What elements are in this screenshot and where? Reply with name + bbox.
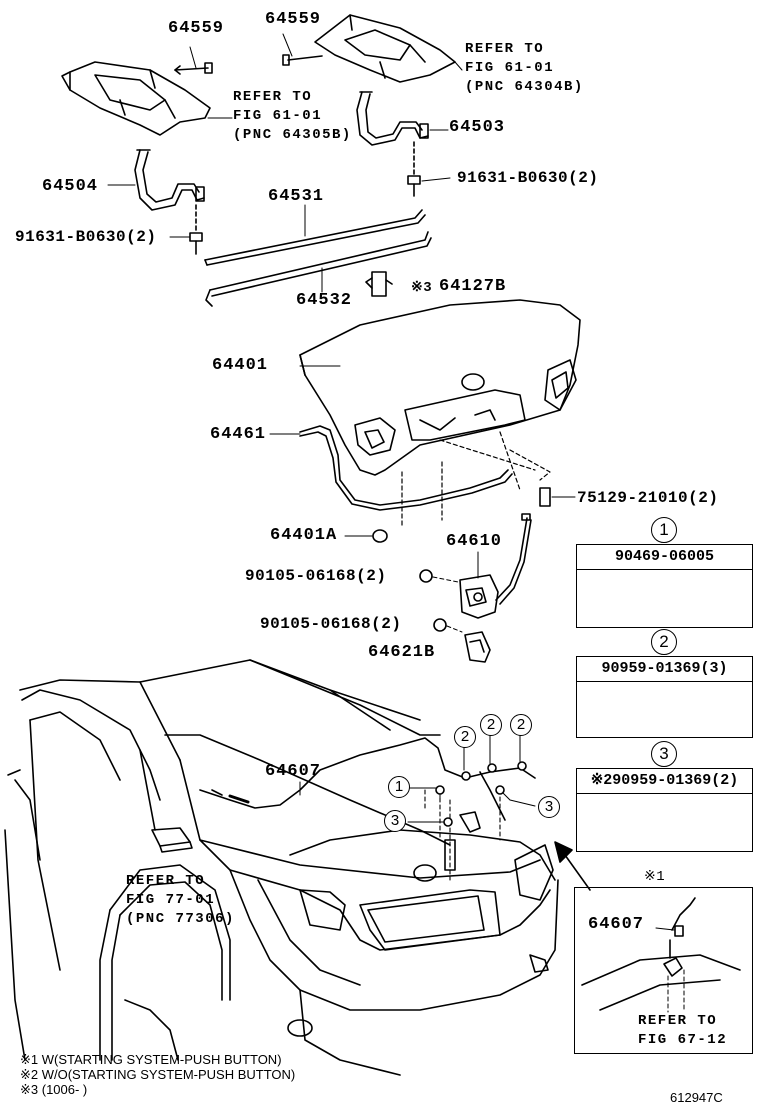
label-64503: 64503 xyxy=(449,118,506,137)
label-64607-inset: 64607 xyxy=(588,915,645,934)
note3-mark-64127B: ※3 xyxy=(411,280,433,296)
legend-box-3: ※290959-01369(2) xyxy=(576,768,753,852)
footnote-3: ※3 (1006- ) xyxy=(20,1082,88,1097)
callout-1: 1 xyxy=(388,776,410,798)
legend-box-3-header: ※290959-01369(2) xyxy=(577,769,752,794)
inset-drawing xyxy=(581,897,741,1013)
inset-arrow xyxy=(554,841,591,891)
ref-77-01-line2: FIG 77-01 xyxy=(126,892,216,908)
car-body xyxy=(4,659,559,1076)
legend-3-number: 3 xyxy=(651,741,677,767)
label-64532: 64532 xyxy=(296,291,353,310)
legend-box-1-part: 90469-06005 xyxy=(577,545,752,570)
label-64461: 64461 xyxy=(210,425,267,444)
hinge-arm-64504 xyxy=(134,149,205,211)
legend-box-2-part: 90959-01369(3) xyxy=(577,657,752,682)
ref-61-01-b-line2: FIG 61-01 xyxy=(233,108,323,124)
ref-fig-61-01-a: REFER TO FIG 61-01 (PNC 64304B) xyxy=(465,40,584,97)
label-91631-left: 91631-B0630(2) xyxy=(15,228,157,246)
ref-77-01-line3: (PNC 77306) xyxy=(126,911,235,927)
label-64607-main: 64607 xyxy=(265,762,322,781)
bolt-90105-b xyxy=(433,618,463,633)
bolt-91631-right xyxy=(407,141,421,197)
legend-2-number: 2 xyxy=(651,629,677,655)
legend-box-3-mark: ※2 xyxy=(590,772,613,789)
inset-box xyxy=(574,887,753,1054)
footnote-1: ※1 W(STARTING SYSTEM-PUSH BUTTON) xyxy=(20,1052,282,1067)
drawing-code: 612947C xyxy=(670,1090,723,1105)
label-90105-b: 90105-06168(2) xyxy=(260,615,402,633)
bolt-64559-left xyxy=(174,62,213,75)
lock-assembly-64610 xyxy=(459,513,532,619)
projection-lines xyxy=(401,431,551,529)
callout-leaders xyxy=(407,733,536,823)
weatherstrip-64461 xyxy=(299,425,513,511)
label-64559-right: 64559 xyxy=(265,10,322,29)
bumper-75129 xyxy=(539,487,551,507)
legend-1-number: 1 xyxy=(651,517,677,543)
legend-box-3-part: 90959-01369(2) xyxy=(612,772,739,789)
release-cable-64607 xyxy=(199,737,536,821)
label-64401: 64401 xyxy=(212,356,269,375)
footnote-2: ※2 W/O(STARTING SYSTEM-PUSH BUTTON) xyxy=(20,1067,296,1082)
callout-2-c: 2 xyxy=(510,714,532,736)
bolt-90105-a xyxy=(419,569,459,583)
callout-3-a: 3 xyxy=(384,810,406,832)
label-64621B: 64621B xyxy=(368,643,436,662)
bolt-91631-left xyxy=(189,204,203,255)
label-64559-left: 64559 xyxy=(168,19,225,38)
ref-61-01-a-line1: REFER TO xyxy=(465,41,545,57)
legend-box-2: 90959-01369(3) xyxy=(576,656,753,738)
callout-2-a: 2 xyxy=(454,726,476,748)
label-64401A: 64401A xyxy=(270,526,338,545)
label-64127B: 64127B xyxy=(439,277,507,296)
switch-opener xyxy=(151,827,193,853)
callout-2-b: 2 xyxy=(480,714,502,736)
ref-fig-61-01-b: REFER TO FIG 61-01 (PNC 64305B) xyxy=(233,88,352,145)
label-64610: 64610 xyxy=(446,532,503,551)
ref-61-01-a-line3: (PNC 64304B) xyxy=(465,79,584,95)
striker-64621B xyxy=(464,631,491,663)
bolt-64559-right xyxy=(282,54,323,66)
label-91631-right: 91631-B0630(2) xyxy=(457,169,599,187)
callout-3-b: 3 xyxy=(538,796,560,818)
ref-fig-77-01: REFER TO FIG 77-01 (PNC 77306) xyxy=(126,872,235,929)
label-64531: 64531 xyxy=(268,187,325,206)
cushion-64401A xyxy=(372,529,388,543)
ref-77-01-line1: REFER TO xyxy=(126,873,206,889)
torsion-bar-64531 xyxy=(204,209,426,266)
inset-mark: ※1 xyxy=(644,869,666,885)
legend-box-1: 90469-06005 xyxy=(576,544,753,628)
clip-64127B xyxy=(365,271,393,297)
hinge-bracket-left xyxy=(61,61,211,136)
label-64504: 64504 xyxy=(42,177,99,196)
label-75129: 75129-21010(2) xyxy=(577,489,719,507)
ref-fig-67-12: REFER TO FIG 67-12 xyxy=(638,1012,727,1050)
label-90105-a: 90105-06168(2) xyxy=(245,567,387,585)
ref-61-01-a-line2: FIG 61-01 xyxy=(465,60,555,76)
ref-61-01-b-line3: (PNC 64305B) xyxy=(233,127,352,143)
torsion-bar-64532 xyxy=(205,231,432,307)
ref-67-12-line1: REFER TO xyxy=(638,1013,718,1029)
hinge-bracket-right xyxy=(314,14,456,83)
cable-clamps xyxy=(435,761,527,871)
cable-clamp-dashes xyxy=(424,789,501,881)
ref-61-01-b-line1: REFER TO xyxy=(233,89,313,105)
ref-67-12-line2: FIG 67-12 xyxy=(638,1032,728,1048)
trunk-lid-64401 xyxy=(299,299,581,476)
hinge-arm-64503 xyxy=(356,91,429,146)
